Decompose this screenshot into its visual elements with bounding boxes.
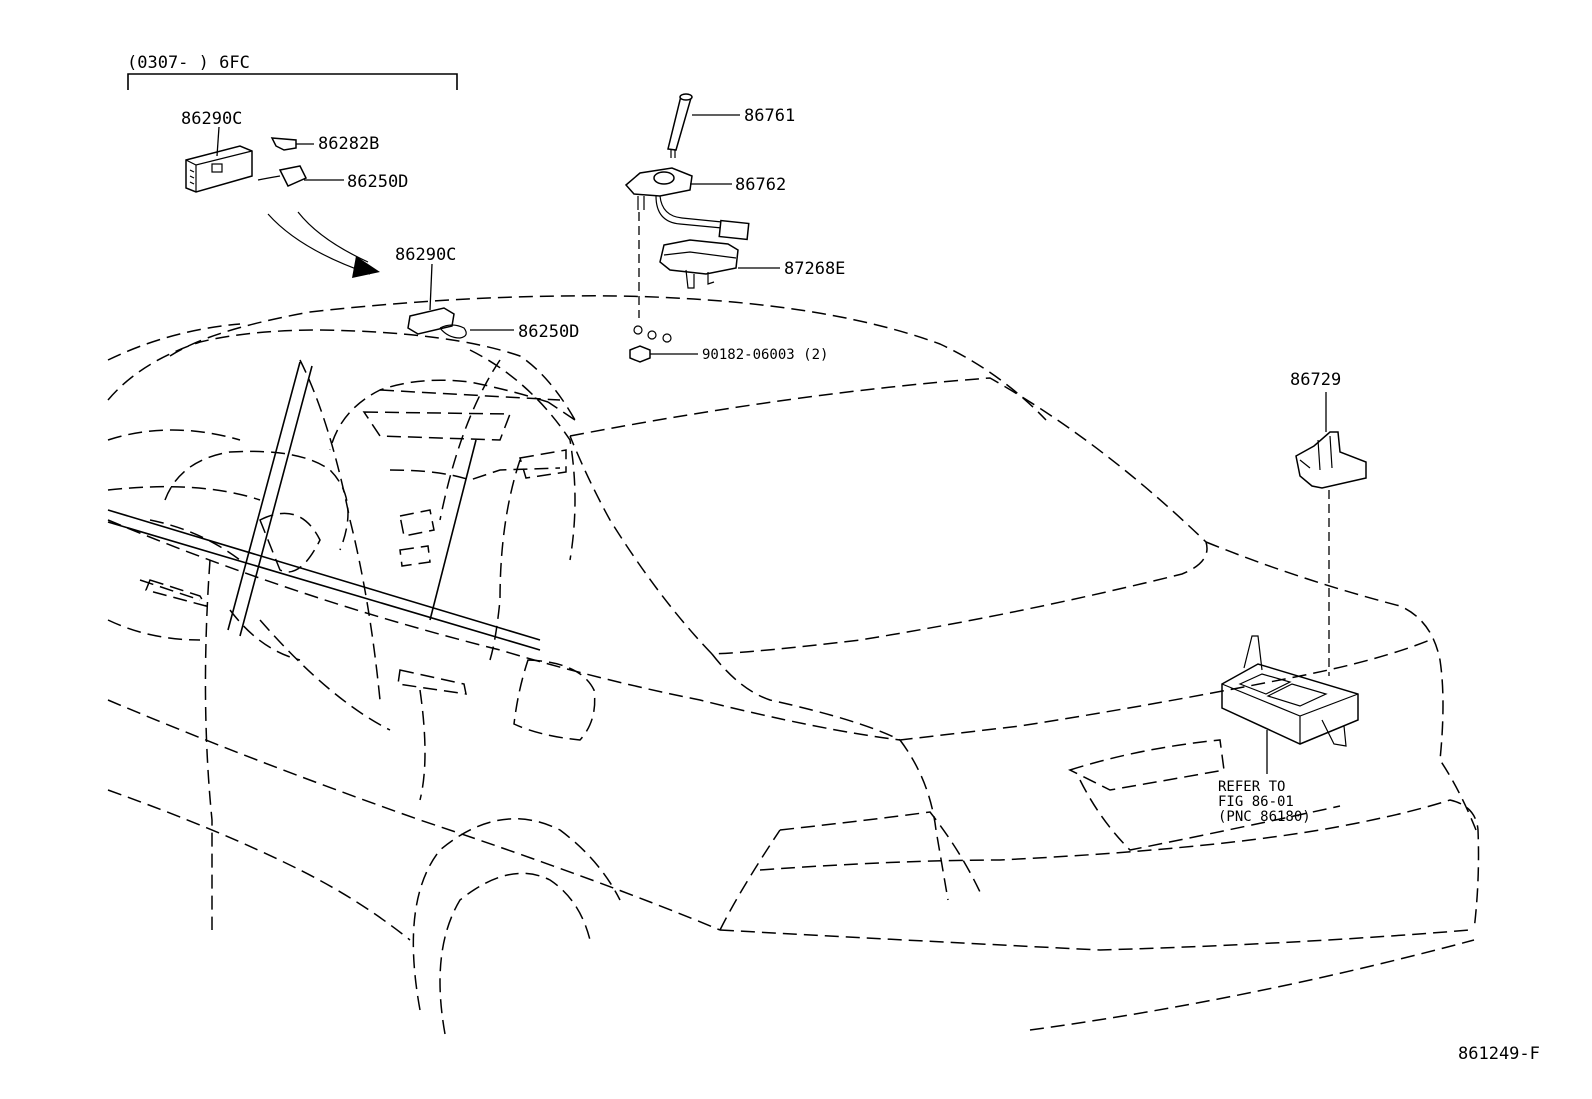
trunk-parts	[1221, 392, 1367, 774]
module-86290C-inset	[185, 145, 253, 193]
refer-note-line2: FIG 86-01	[1218, 794, 1294, 810]
amplifier-87268E	[659, 239, 739, 275]
inset-parts	[185, 126, 380, 278]
callout-86250D-inset: 86250D	[347, 172, 408, 192]
callout-86762: 86762	[735, 175, 786, 195]
range-label: (0307- ) 6FC	[127, 53, 250, 73]
bracket-86282B	[270, 137, 297, 151]
refer-note-line3: (PNC 86180)	[1218, 809, 1311, 825]
antenna-mast-86761	[667, 95, 692, 151]
cable-86250D-inset	[278, 165, 308, 187]
vehicle-outline	[107, 295, 1480, 1035]
roof-module	[407, 263, 514, 339]
callout-86729: 86729	[1290, 370, 1341, 390]
nut-90182	[629, 345, 651, 363]
callout-86290C-inset: 86290C	[181, 109, 242, 129]
callout-90182-06003: 90182-06003 (2)	[702, 347, 828, 363]
trunk-unit	[1221, 663, 1359, 745]
callout-87268E: 87268E	[784, 259, 845, 279]
figure-id: 861249-F	[1458, 1044, 1540, 1064]
refer-note-line1: REFER TO	[1218, 779, 1285, 795]
module-86290C-roof	[407, 307, 455, 335]
range-bracket: (0307- ) 6FC	[127, 53, 458, 90]
antenna-assembly	[624, 93, 780, 363]
callout-86282B: 86282B	[318, 134, 379, 154]
callout-86761: 86761	[744, 106, 795, 126]
callout-86250D-roof: 86250D	[518, 322, 579, 342]
callout-86290C-roof: 86290C	[395, 245, 456, 265]
